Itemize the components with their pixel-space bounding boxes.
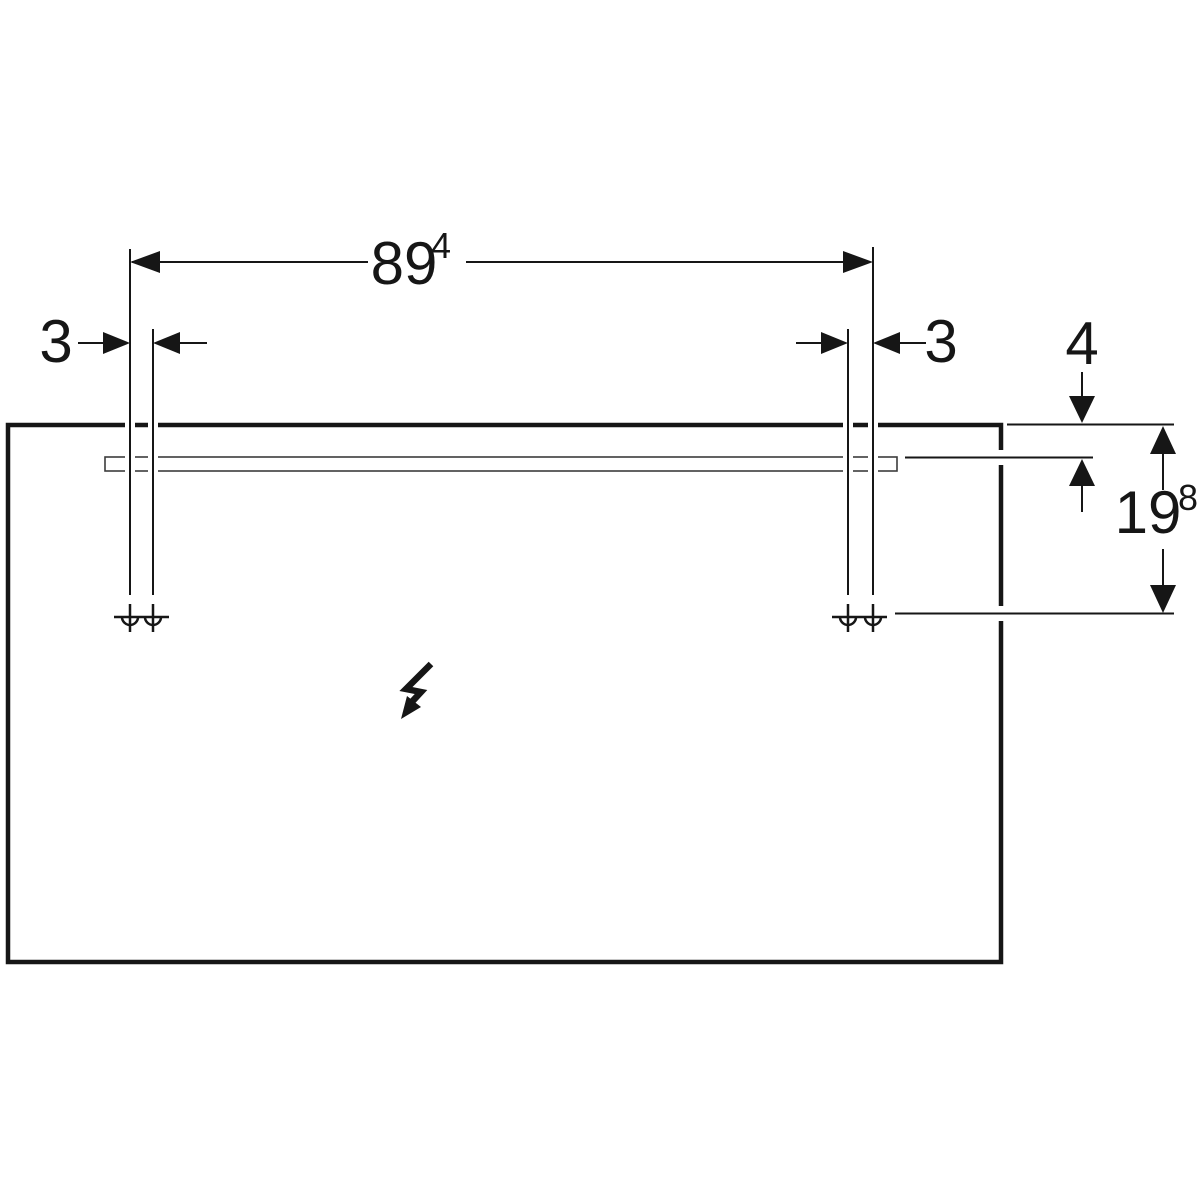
arrow-left-icon bbox=[130, 251, 160, 273]
arrow-left-icon bbox=[153, 332, 180, 354]
arrow-down-icon bbox=[1069, 396, 1095, 423]
dimension-top-offset: 4 bbox=[1065, 310, 1099, 512]
arrow-right-icon bbox=[103, 332, 130, 354]
anchor-hook bbox=[838, 616, 858, 627]
height-superscript: 8 bbox=[1178, 477, 1198, 518]
reference-lines bbox=[895, 423, 1174, 615]
extension-lines bbox=[129, 247, 874, 595]
arrow-down-icon bbox=[1150, 585, 1176, 613]
dimension-width: 89 4 bbox=[130, 225, 873, 297]
width-value: 89 bbox=[371, 230, 438, 297]
mirror-body bbox=[5, 422, 1004, 965]
anchor-hook bbox=[120, 616, 140, 627]
electrical-connection bbox=[399, 661, 434, 719]
left-offset-value: 3 bbox=[39, 308, 72, 375]
arrow-up-icon bbox=[1150, 426, 1176, 454]
dimension-right-offset: 3 bbox=[796, 308, 958, 375]
anchor-hook bbox=[863, 616, 883, 627]
arrow-right-icon bbox=[843, 251, 873, 273]
fixing-points bbox=[114, 604, 887, 632]
height-value: 19 bbox=[1115, 479, 1182, 546]
arrow-up-icon bbox=[1069, 459, 1095, 486]
dimension-height: 19 8 bbox=[1115, 426, 1198, 613]
top-offset-value: 4 bbox=[1065, 310, 1098, 377]
anchor-hook bbox=[143, 616, 163, 627]
width-superscript: 4 bbox=[431, 225, 451, 266]
line-breaks bbox=[125, 419, 1007, 621]
arrow-left-icon bbox=[873, 332, 900, 354]
lightning-arrowhead bbox=[401, 696, 421, 719]
arrow-right-icon bbox=[821, 332, 848, 354]
right-offset-value: 3 bbox=[924, 308, 957, 375]
dimension-left-offset: 3 bbox=[39, 308, 207, 375]
light-strip bbox=[104, 456, 898, 472]
lightning-bolt-arrow-icon bbox=[399, 661, 434, 708]
mirror-outline bbox=[5, 422, 1004, 965]
wall-anchor-cross-icon bbox=[832, 604, 887, 632]
wall-anchor-cross-icon bbox=[114, 604, 169, 632]
